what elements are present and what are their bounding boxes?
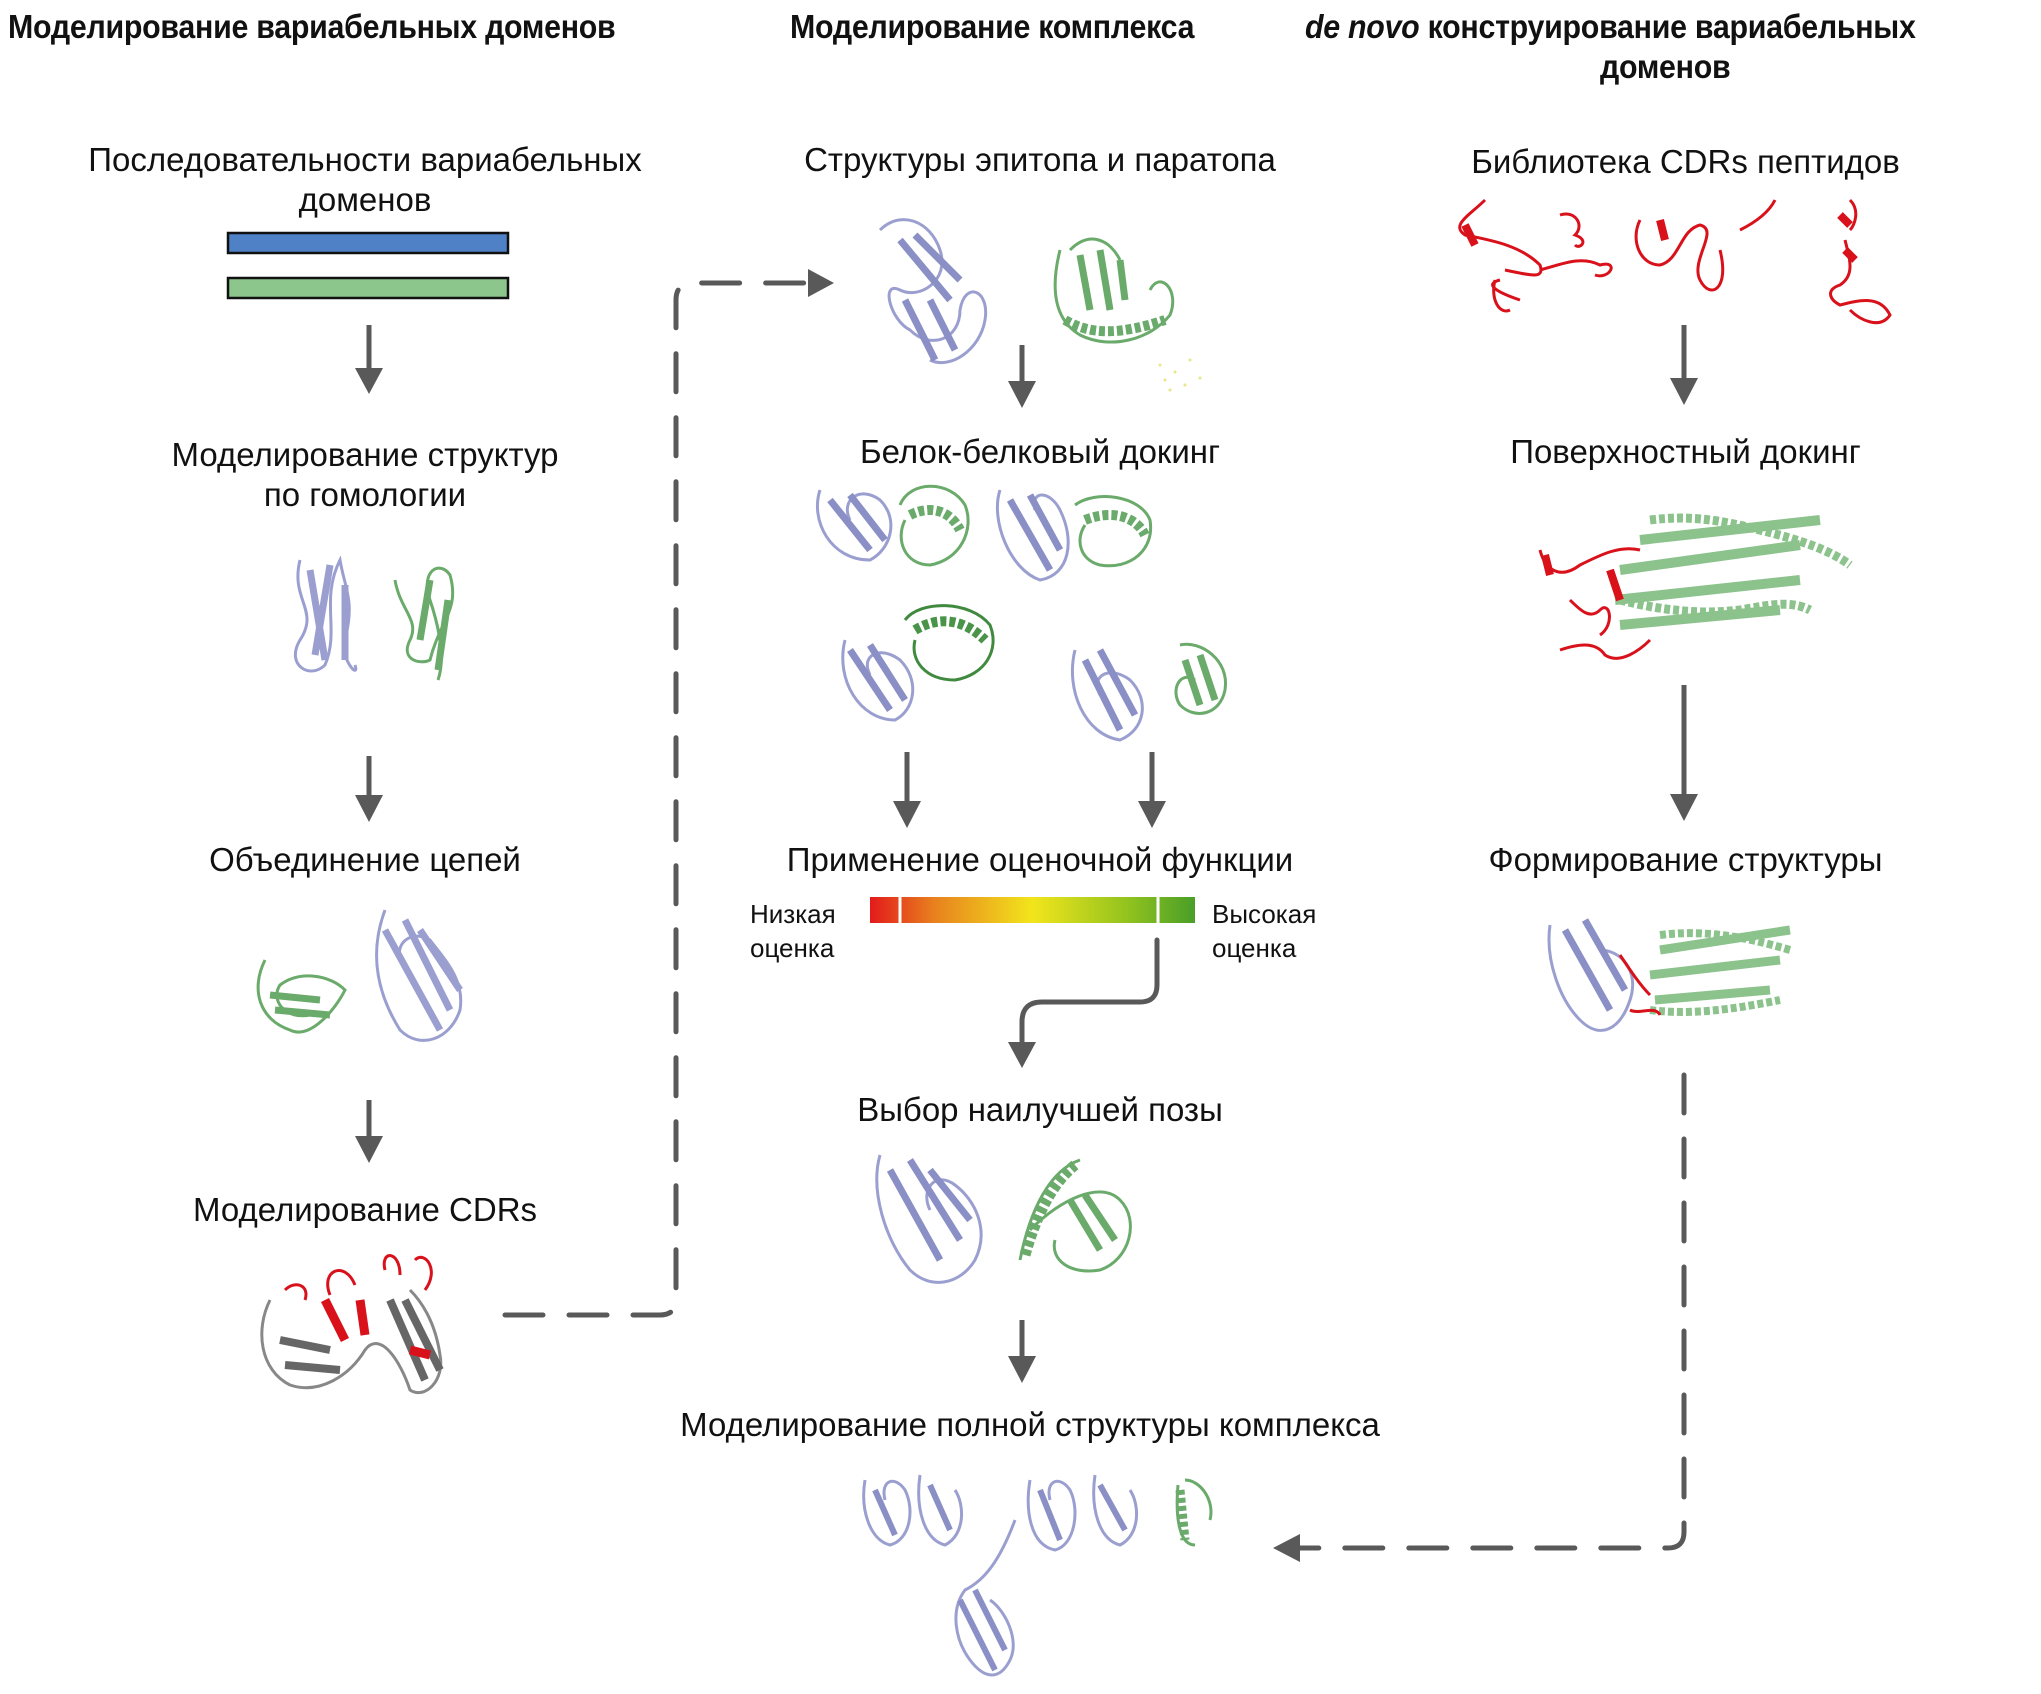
high-score-line1: Высокая <box>1212 899 1317 929</box>
antigen-bound-icon <box>1175 1478 1213 1547</box>
fc-region-icon <box>954 1519 1017 1677</box>
dashed-connector-left <box>502 269 834 1318</box>
score-gradient-bar <box>870 897 1195 923</box>
antigen-surface-icon <box>1614 513 1853 630</box>
arrow-right-icon <box>808 269 834 297</box>
header-de-novo-design: de novo конструирование вариабельных <box>1305 8 1916 46</box>
docking-poses <box>815 484 1227 742</box>
best-pose-structure <box>875 1154 1132 1284</box>
epitope-paratope-structures <box>878 218 1202 392</box>
peptide-icon <box>1829 198 1892 325</box>
arrow-down-icon <box>355 1100 383 1163</box>
paired-chains-model <box>256 909 463 1042</box>
light-chain-model-icon <box>393 566 455 681</box>
step-full-complex-label: Моделирование полной структуры комплекса <box>680 1406 1380 1443</box>
formed-structure <box>1547 918 1792 1032</box>
high-score-label: Высокая оценка <box>1212 897 1316 965</box>
arrow-down-icon <box>1670 325 1698 405</box>
down-arrows <box>355 325 1698 1383</box>
step-cdr-modeling-label: Моделирование CDRs <box>192 1191 538 1228</box>
step-sequences-line2: доменов <box>298 181 432 218</box>
step-homology-line1: Моделирование структур <box>171 436 559 473</box>
docked-peptides-icon <box>1538 547 1652 660</box>
docking-pose-4 <box>1070 642 1227 742</box>
step-sequences-label: Последовательности вариабельных доменов <box>0 140 730 220</box>
step-scoring-function-label: Применение оценочной функции <box>786 841 1294 878</box>
docking-pose-1 <box>815 484 970 567</box>
header-de-novo-design-line2: доменов <box>1600 48 1731 85</box>
arrow-down-icon <box>1670 685 1698 821</box>
step-protein-docking-label: Белок-белковый докинг <box>859 433 1221 470</box>
low-score-line1: Низкая <box>750 899 836 929</box>
arrow-down-icon <box>355 756 383 822</box>
full-complex-structure <box>862 1474 1213 1677</box>
heavy-chain-sequence-bar <box>226 231 510 255</box>
step-structure-formation-label: Формирование структуры <box>1488 841 1883 878</box>
docking-pose-2 <box>995 489 1153 582</box>
arrow-down-icon <box>1138 752 1166 828</box>
heavy-chain-model-icon <box>293 555 358 673</box>
step-best-pose-label: Выбор наилучшей позы <box>857 1091 1223 1128</box>
light-chain-sequence-bar <box>226 276 510 300</box>
peptide-icon <box>1458 198 1543 313</box>
homology-models <box>293 555 455 681</box>
peptide-icon <box>1634 199 1777 292</box>
step-chain-pairing-label: Объединение цепей <box>209 841 521 878</box>
cdr-loops-icon <box>283 1254 433 1360</box>
step-surface-docking-label: Поверхностный докинг <box>1510 433 1861 470</box>
step-homology-modeling-label: Моделирование структур по гомологии <box>0 435 730 515</box>
step-epitope-paratope-label: Структуры эпитопа и паратопа <box>804 141 1276 178</box>
low-score-line2: оценка <box>750 933 835 963</box>
cdr-peptide-library <box>1458 198 1892 325</box>
header-rest-part: конструирование вариабельных <box>1419 8 1916 45</box>
dot-cloud-icon <box>1158 358 1202 392</box>
heavy-chain-paired-icon <box>375 909 463 1042</box>
antigen-structure-icon <box>1053 237 1175 344</box>
step-sequences-line1: Последовательности вариабельных <box>88 141 642 178</box>
header-complex-modeling: Моделирование комплекса <box>790 8 1195 45</box>
arrow-down-icon <box>1008 1320 1036 1383</box>
arrow-down-icon <box>355 325 383 394</box>
step-cdr-library-label: Библиотека CDRs пептидов <box>1471 143 1900 180</box>
dashed-connector-right <box>1273 1072 1687 1562</box>
cdr-interface-icon <box>1618 954 1662 1016</box>
antibody-structure-icon <box>878 218 988 365</box>
high-score-line2: оценка <box>1212 933 1297 963</box>
selection-curved-arrow <box>1008 937 1160 1068</box>
arrow-down-icon <box>893 752 921 828</box>
low-score-label: Низкая оценка <box>750 897 836 965</box>
fab-arm-right-icon <box>1026 1474 1139 1552</box>
arrow-left-icon <box>1273 1534 1300 1562</box>
antigen-complex-icon <box>1649 925 1792 1016</box>
header-italic-part: de novo <box>1305 8 1420 45</box>
framework-icon <box>260 1288 444 1394</box>
header-variable-domain-modeling: Моделирование вариабельных доменов <box>8 8 616 45</box>
peptide-icon <box>1539 212 1613 278</box>
arrow-down-icon <box>1008 345 1036 408</box>
fab-arm-left-icon <box>862 1474 964 1547</box>
light-chain-paired-icon <box>256 959 347 1034</box>
docking-pose-3 <box>841 604 995 722</box>
surface-docking-structure <box>1538 513 1853 660</box>
designed-antibody-icon <box>1547 918 1635 1032</box>
cdr-model <box>260 1254 444 1394</box>
step-homology-line2: по гомологии <box>263 476 467 513</box>
